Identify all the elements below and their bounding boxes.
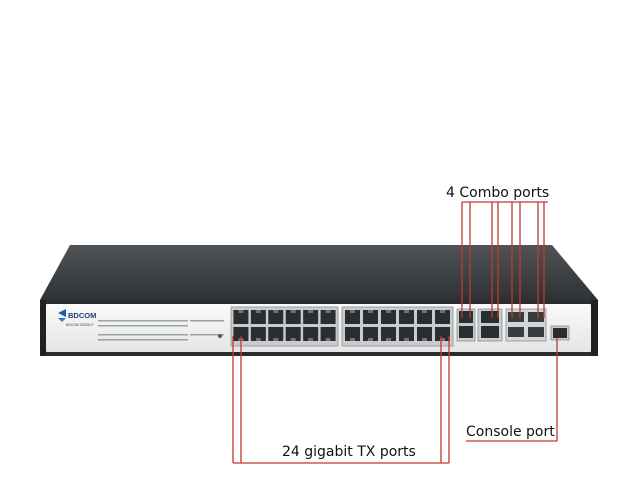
rj45-port (381, 327, 396, 341)
rj45-port-latch (325, 310, 331, 313)
rj45-port (250, 310, 266, 324)
model-name: BDCOM S2528-P (66, 323, 94, 327)
tx-ports (233, 310, 450, 341)
rj45-port (285, 310, 301, 324)
rj45-port (320, 327, 336, 341)
reset-button (218, 334, 222, 338)
rj45-port-latch (404, 310, 409, 313)
rj45-port (417, 327, 432, 341)
led-indicators (98, 320, 224, 341)
rj45-port (303, 310, 319, 324)
rj45-port-latch (350, 310, 355, 313)
rj45-port-latch (238, 310, 244, 313)
rj45-port (345, 310, 360, 324)
rj45-port (345, 327, 360, 341)
rj45-port (268, 310, 284, 324)
console-port-callout: Console port (466, 424, 555, 440)
rj45-port-latch (255, 310, 261, 313)
rj45-port (435, 310, 450, 324)
chassis-top (40, 245, 598, 300)
rj45-port-latch (308, 338, 314, 341)
rj45-port (303, 327, 319, 341)
rj45-port-latch (368, 310, 373, 313)
rj45-port-latch (386, 310, 391, 313)
combo-sfp-ports (505, 308, 547, 342)
rj45-port (399, 327, 414, 341)
rj45-port (417, 310, 432, 324)
console-port (550, 325, 570, 341)
rj45-port (233, 327, 249, 341)
rj45-port-latch (273, 338, 279, 341)
rj45-port-latch (404, 338, 409, 341)
rj45-port (381, 310, 396, 324)
tx-port-group-1 (230, 306, 339, 347)
rj45-port-latch (422, 310, 427, 313)
rj45-port (268, 327, 284, 341)
rj45-port-latch (368, 338, 373, 341)
combo-ports-callout: 4 Combo ports (446, 185, 550, 201)
rj45-port-latch (273, 310, 279, 313)
rj45-port-latch (308, 310, 314, 313)
rj45-port-latch (350, 338, 355, 341)
rj45-port-latch (422, 338, 427, 341)
rj45-port (363, 327, 378, 341)
rj45-port (399, 310, 414, 324)
brand-name: BDCOM (68, 311, 96, 320)
brand-logo (58, 309, 66, 322)
tx-port-group-2 (341, 306, 454, 347)
rj45-port (285, 327, 301, 341)
rj45-port (363, 310, 378, 324)
rj45-port-latch (325, 338, 331, 341)
rj45-port-latch (290, 338, 296, 341)
rj45-port (250, 327, 266, 341)
rj45-port-latch (440, 310, 445, 313)
rj45-port (233, 310, 249, 324)
rj45-port-latch (255, 338, 261, 341)
combo-rj45-ports (456, 308, 503, 342)
rj45-port-latch (386, 338, 391, 341)
rj45-port (320, 310, 336, 324)
tx-ports-callout: 24 gigabit TX ports (282, 444, 416, 460)
rj45-port (435, 327, 450, 341)
callout-lines (232, 201, 558, 464)
rj45-port-latch (440, 338, 445, 341)
rj45-port-latch (290, 310, 296, 313)
